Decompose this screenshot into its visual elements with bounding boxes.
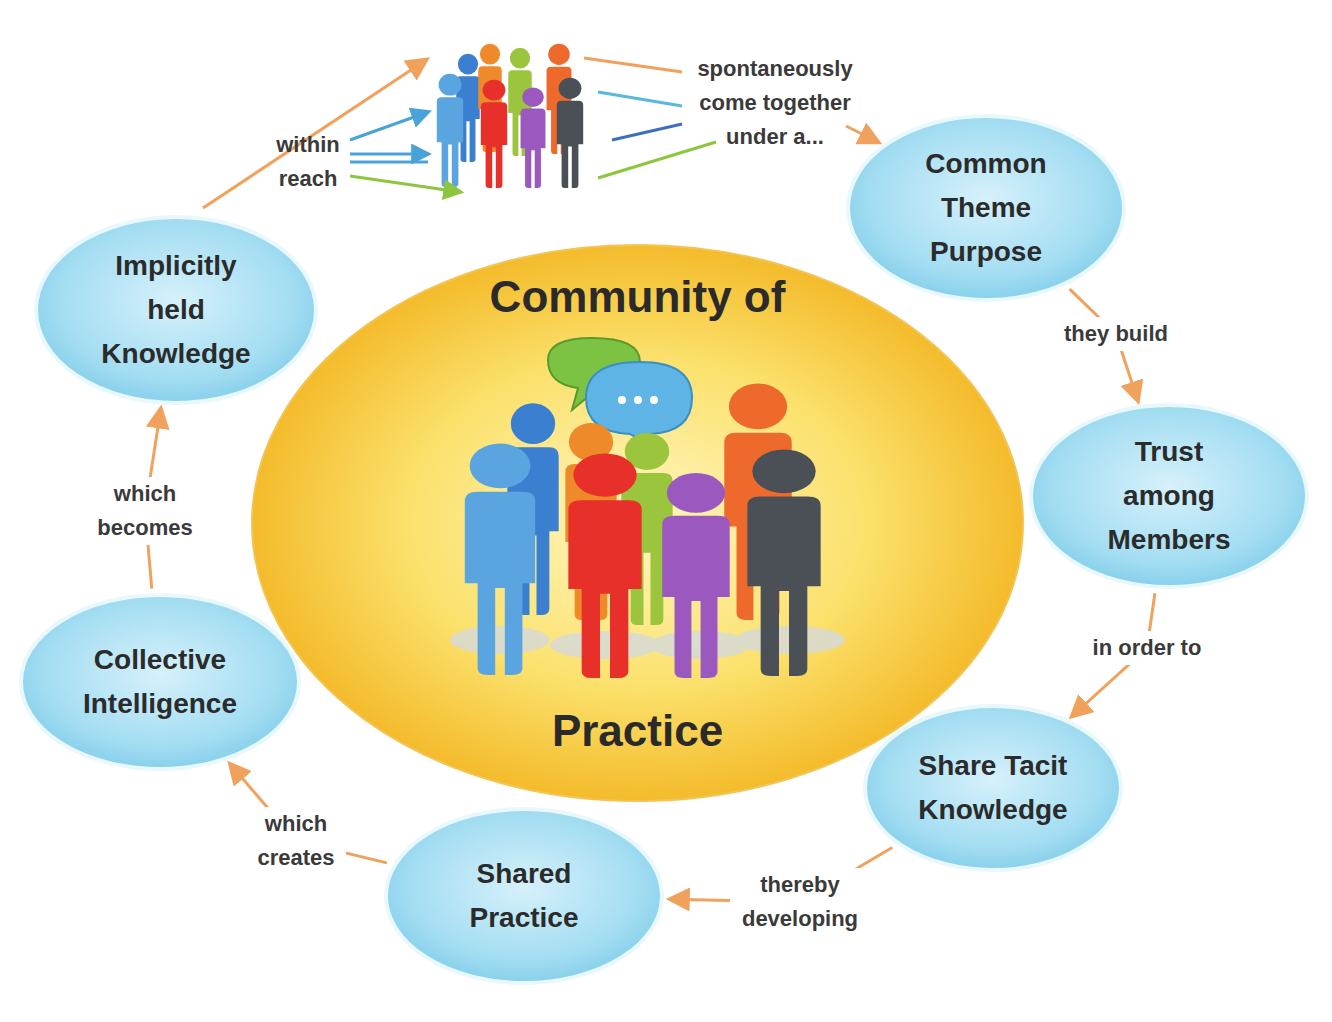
person-figure [456, 54, 479, 162]
edge-label: which creates [246, 807, 346, 875]
bubble-label: Share Tacit Knowledge [898, 744, 1088, 832]
person-figure [478, 44, 501, 152]
person-figure [508, 48, 531, 156]
concept-bubble: Shared Practice [383, 806, 665, 986]
top-people-group [437, 44, 583, 188]
reach-arrow [203, 60, 426, 208]
bubble-shape [21, 595, 299, 769]
bubble-label: Shared Practice [449, 852, 599, 940]
reach-arrow [350, 153, 428, 156]
bubble-shape [848, 116, 1124, 300]
bubble-label: Collective Intelligence [65, 638, 255, 726]
bubble-label: Common Theme Purpose [911, 142, 1061, 274]
person-figure [557, 78, 583, 188]
concept-bubble: Share Tacit Knowledge [862, 703, 1124, 873]
edge-label: they build [1041, 317, 1191, 351]
gather-line [598, 92, 682, 106]
reach-arrow [350, 161, 428, 164]
ellipse-outline [18, 592, 302, 772]
bubble-shape [1031, 405, 1307, 587]
ellipse-outline [862, 703, 1124, 873]
concept-bubble: Implicitly held Knowledge [33, 214, 319, 406]
person-figure [521, 88, 546, 188]
person-figure [547, 44, 572, 154]
bubble-label: Trust among Members [1094, 430, 1244, 562]
edge-label: thereby developing [730, 868, 870, 936]
reach-arrow [350, 176, 460, 192]
concept-bubble: Trust among Members [1028, 402, 1310, 590]
flow-note: within reach [263, 128, 353, 196]
bubble-shape [865, 706, 1121, 870]
edge-label: which becomes [90, 477, 200, 545]
gather-line [598, 142, 716, 178]
core-ellipse: Community ofPractice [250, 243, 1025, 803]
concept-bubble: Collective Intelligence [18, 592, 302, 772]
flow-note: spontaneously come together under a... [680, 52, 870, 154]
ellipse-outline [383, 806, 665, 986]
gather-arrow [846, 126, 878, 142]
bubble-shape [386, 809, 662, 983]
edge-label: in order to [1072, 631, 1222, 665]
concept-bubble: Common Theme Purpose [845, 113, 1127, 303]
person-figure [437, 74, 463, 187]
gather-line [612, 124, 682, 140]
bubble-shape [36, 217, 316, 403]
reach-arrow [350, 112, 428, 140]
gather-line [584, 58, 682, 72]
bubble-label: Implicitly held Knowledge [91, 244, 261, 376]
person-figure [481, 80, 507, 188]
